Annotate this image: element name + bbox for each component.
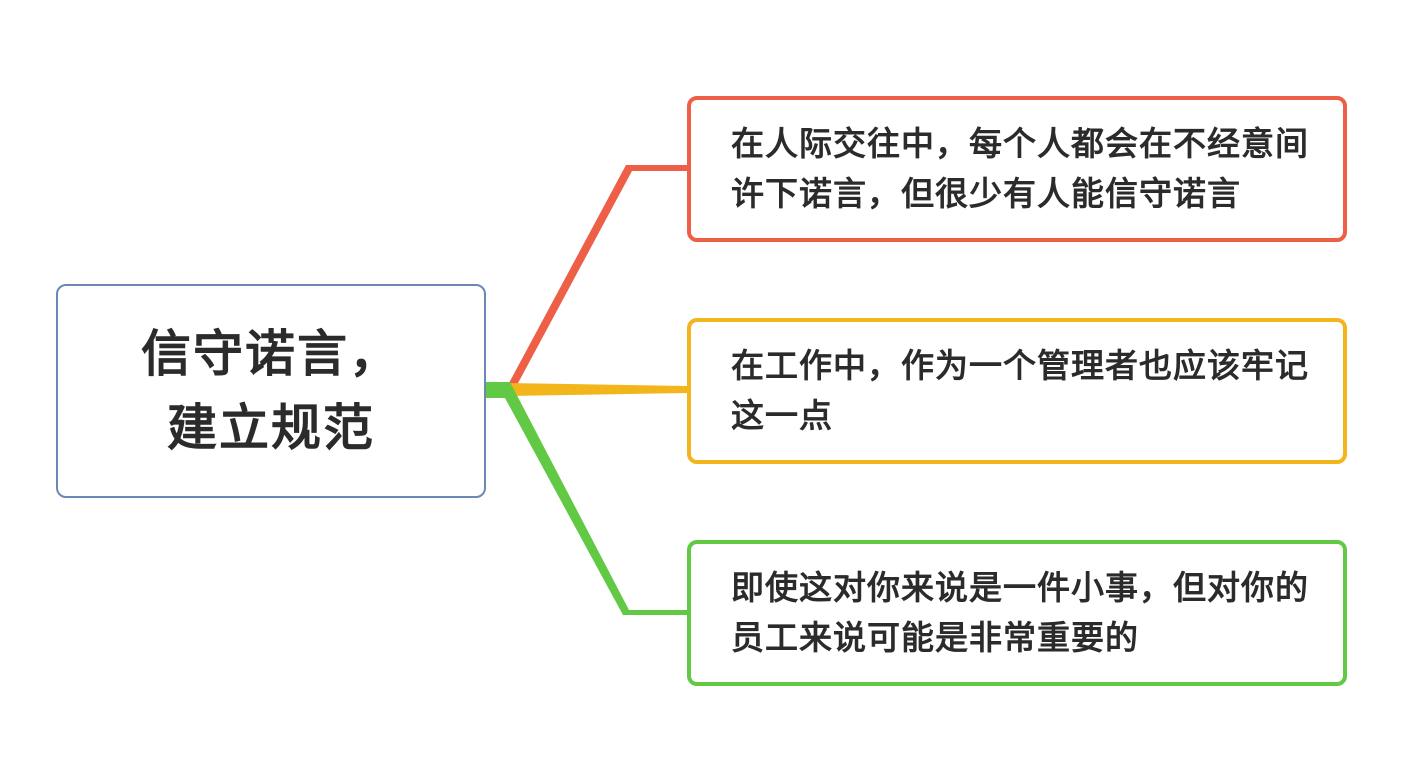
branch-node-0-text: 在人际交往中，每个人都会在不经意间许下诺言，但很少有人能信守诺言: [731, 124, 1309, 213]
branch-node-2-text: 即使这对你来说是一件小事，但对你的员工来说可能是非常重要的: [731, 568, 1309, 657]
connector-branch-2: [486, 382, 687, 615]
connector-branch-0: [505, 165, 687, 385]
branch-node-0: 在人际交往中，每个人都会在不经意间许下诺言，但很少有人能信守诺言: [687, 96, 1347, 242]
branch-node-1-text: 在工作中，作为一个管理者也应该牢记这一点: [731, 346, 1309, 435]
branch-node-1: 在工作中，作为一个管理者也应该牢记这一点: [687, 318, 1347, 464]
root-node-text: 信守诺言，建立规范: [141, 325, 401, 457]
root-node: 信守诺言，建立规范: [56, 284, 486, 498]
connector-branch-1: [505, 383, 687, 396]
branch-node-2: 即使这对你来说是一件小事，但对你的员工来说可能是非常重要的: [687, 540, 1347, 686]
